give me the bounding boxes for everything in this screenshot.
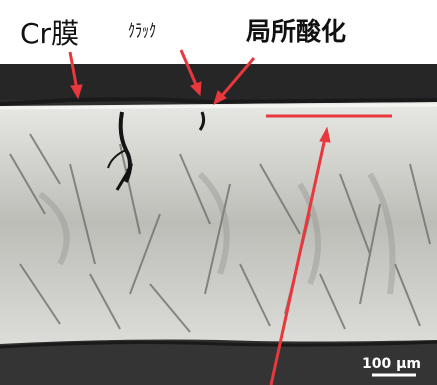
oxidation-region-arrow [269, 137, 327, 385]
crack-arrow [179, 49, 199, 88]
cr-film-arrow [68, 51, 79, 91]
oxidation-arrow [218, 57, 256, 99]
crack-label: ｸﾗｯｸ [128, 21, 157, 42]
crack-tip-arrow [115, 169, 131, 191]
scale-bar-label: 100 μm [362, 356, 421, 372]
cr-film-label: Cr膜 [20, 17, 80, 50]
specimen-band [0, 102, 437, 344]
cr-film-layer [0, 96, 437, 106]
local-oxidation-label: 局所酸化 [246, 17, 347, 46]
